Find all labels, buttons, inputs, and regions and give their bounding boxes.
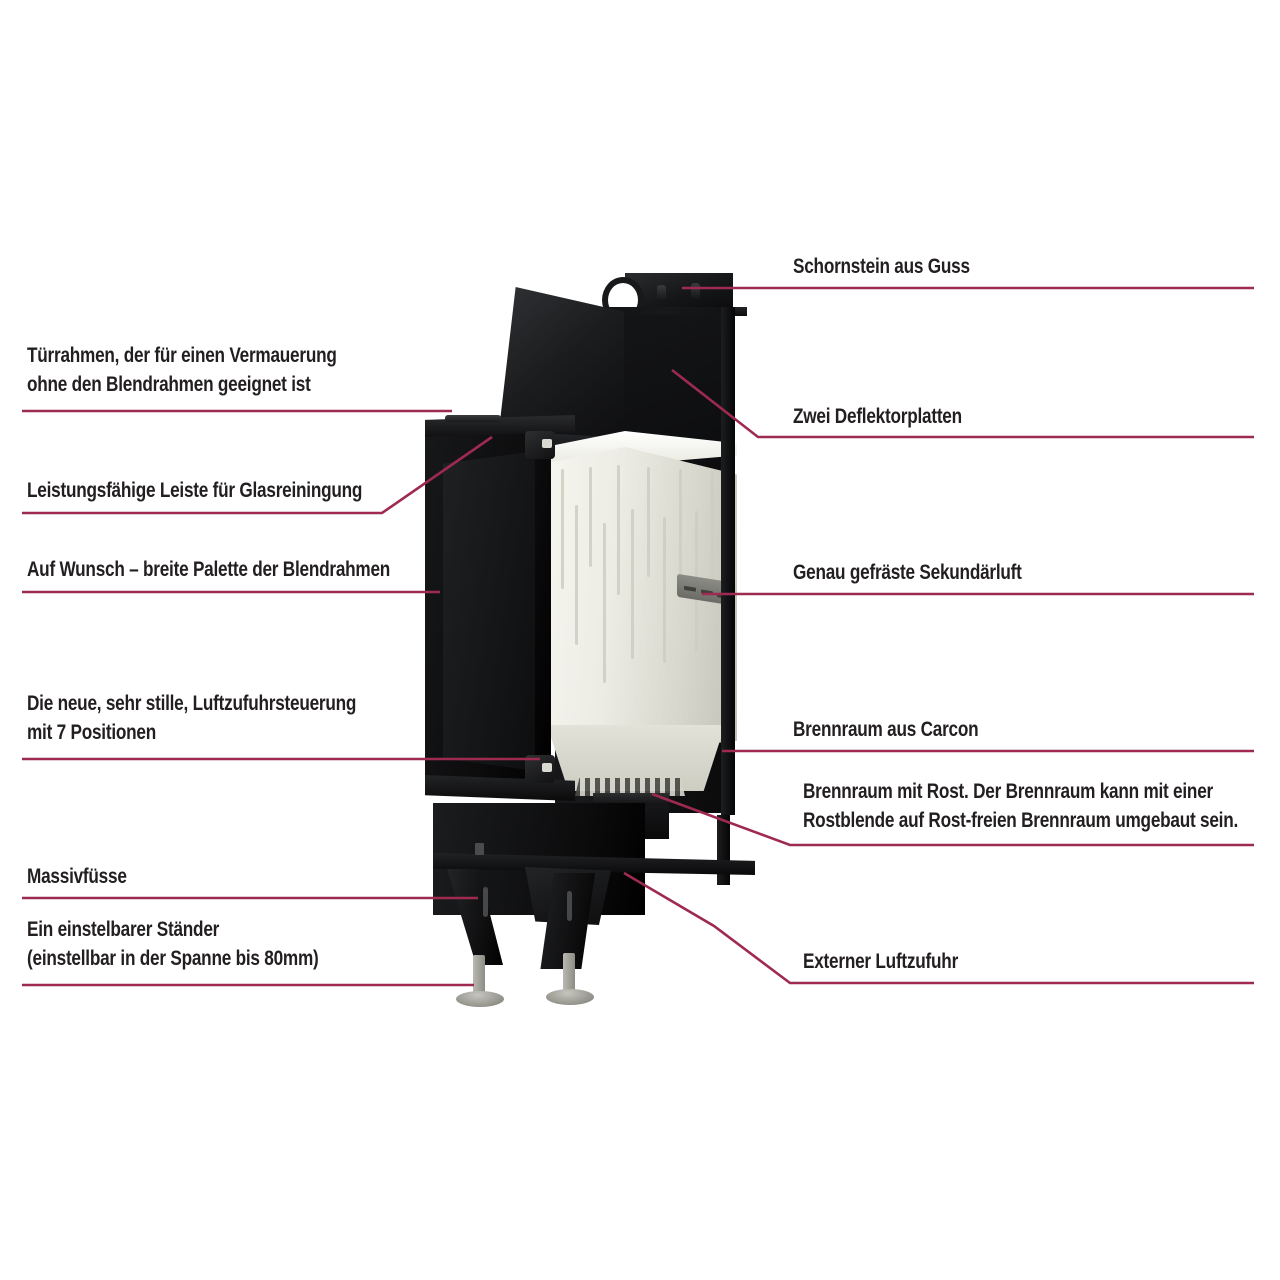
fireplace-insert-illustration bbox=[425, 255, 805, 1045]
lining-rib bbox=[631, 509, 634, 659]
collar-stud-left-icon bbox=[657, 285, 666, 301]
einstelbarer-staender-label-line1: Ein einstelbarer Ständer bbox=[27, 917, 220, 941]
externer-luftzufuhr-callout[interactable]: Externer Luftzufuhr bbox=[803, 947, 997, 976]
luftzufuhrsteuerung-label-line1: Die neue, sehr stille, Luftzufuhrsteueru… bbox=[27, 691, 357, 715]
lining-rib bbox=[617, 465, 620, 595]
tuerrahmen-label-line1: Türrahmen, der für einen Vermauerung bbox=[27, 343, 337, 367]
brennraum-rost-label-line1: Brennraum mit Rost. Der Brennraum kann m… bbox=[803, 779, 1213, 803]
massivfuesse-label: Massivfüsse bbox=[27, 864, 127, 888]
adjustable-foot-left bbox=[456, 991, 504, 1007]
massivfuesse-callout[interactable]: Massivfüsse bbox=[27, 862, 152, 891]
lining-rib bbox=[603, 523, 606, 683]
pedestal-bolt-icon bbox=[475, 843, 484, 855]
lining-rib bbox=[647, 467, 650, 577]
blendrahmen-callout[interactable]: Auf Wunsch – breite Palette der Blendrah… bbox=[27, 555, 481, 584]
luftzufuhrsteuerung-callout[interactable]: Die neue, sehr stille, Luftzufuhrsteueru… bbox=[27, 689, 438, 747]
leg-slot-left bbox=[483, 887, 488, 917]
glasreinigung-callout[interactable]: Leistungsfähige Leiste für Glasreiningun… bbox=[27, 476, 446, 505]
tuerrahmen-label-line2: ohne den Blendrahmen geeignet ist bbox=[27, 372, 311, 396]
lining-rib bbox=[663, 517, 666, 663]
glass-cleaning-bar bbox=[445, 415, 501, 422]
blendrahmen-label: Auf Wunsch – breite Palette der Blendrah… bbox=[27, 557, 391, 581]
adjustable-foot-left-stem bbox=[473, 955, 485, 995]
glasreinigung-label: Leistungsfähige Leiste für Glasreiningun… bbox=[27, 478, 363, 502]
sekundaerluft-callout[interactable]: Genau gefräste Sekundärluft bbox=[793, 558, 1079, 587]
grate bbox=[575, 778, 685, 796]
door-frame-inner bbox=[443, 451, 535, 771]
luftzufuhrsteuerung-label-line2: mit 7 Positionen bbox=[27, 720, 156, 744]
door-hinge-bottom-icon bbox=[525, 755, 555, 783]
lining-rib bbox=[679, 469, 682, 589]
pedestal-right-wall bbox=[717, 815, 730, 885]
sekundaerluft-label: Genau gefräste Sekundärluft bbox=[793, 560, 1022, 584]
brennraum-rost-label-line2: Rostblende auf Rost-freien Brennraum umg… bbox=[803, 808, 1239, 832]
brennraum-carcon-label: Brennraum aus Carcon bbox=[793, 717, 979, 741]
einstelbarer-staender-callout[interactable]: Ein einstelbarer Ständer (einstellbar in… bbox=[27, 915, 391, 973]
einstelbarer-staender-label-line2: (einstellbar in der Spanne bis 80mm) bbox=[27, 946, 319, 970]
lining-rib bbox=[575, 505, 578, 645]
brennraum-carcon-callout[interactable]: Brennraum aus Carcon bbox=[793, 715, 1025, 744]
schornstein-label: Schornstein aus Guss bbox=[793, 254, 970, 278]
shell-right-wall bbox=[721, 307, 735, 815]
collar-stud-right-icon bbox=[691, 283, 700, 299]
door-hinge-top-icon bbox=[525, 431, 555, 459]
deflektorplatten-callout[interactable]: Zwei Deflektorplatten bbox=[793, 402, 1004, 431]
adjustable-foot-right bbox=[546, 989, 594, 1005]
lining-rib bbox=[561, 469, 564, 589]
lining-rib bbox=[711, 471, 714, 589]
brennraum-rost-callout[interactable]: Brennraum mit Rost. Der Brennraum kann m… bbox=[803, 777, 1280, 835]
adjustable-foot-right-stem bbox=[563, 953, 575, 993]
deflektorplatten-label: Zwei Deflektorplatten bbox=[793, 404, 962, 428]
schornstein-callout[interactable]: Schornstein aus Guss bbox=[793, 252, 1014, 281]
externer-luftzufuhr-label: Externer Luftzufuhr bbox=[803, 949, 959, 973]
lining-rib bbox=[589, 467, 592, 567]
ash-box-face bbox=[593, 793, 669, 805]
tuerrahmen-callout[interactable]: Türrahmen, der für einen Vermauerung ohn… bbox=[27, 341, 414, 399]
leg-slot-right bbox=[567, 891, 572, 921]
